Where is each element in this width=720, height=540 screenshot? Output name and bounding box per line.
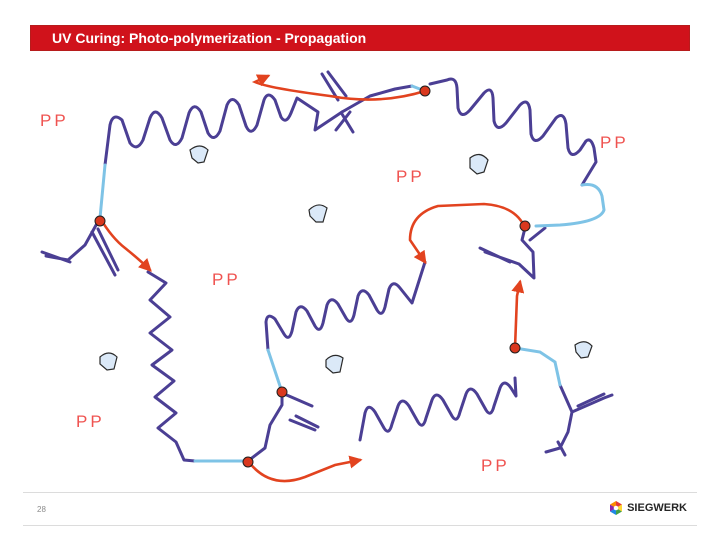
chain-end [98, 163, 107, 220]
chain-end [534, 183, 606, 228]
polymer-chains [40, 70, 614, 463]
radical-dot [509, 342, 521, 354]
polymer-chain [358, 376, 518, 442]
hexagon-logo-icon [610, 501, 623, 515]
polymer-chain [478, 226, 547, 280]
radical-dot [94, 215, 106, 227]
slide-footer: 28 SIEGWERK [23, 492, 697, 526]
initiator-fragment [189, 145, 209, 164]
initiator-fragment [308, 204, 328, 223]
page-number: 28 [37, 505, 46, 514]
title-bar: UV Curing: Photo-polymerization - Propag… [30, 25, 690, 51]
initiator-fragments [99, 145, 593, 374]
initiator-fragment [574, 341, 593, 359]
radical-arrow [246, 455, 363, 483]
pp-label: PP [481, 456, 510, 475]
pp-label: PP [76, 412, 105, 431]
logo-text: SIEGWERK [627, 502, 687, 514]
company-logo: SIEGWERK [608, 500, 687, 516]
radical-dots [94, 85, 531, 468]
radical-arrow [511, 279, 525, 350]
radical-dot [242, 456, 254, 468]
radical-arrow [408, 202, 527, 265]
pp-label: PP [212, 270, 241, 289]
radical-arrows [98, 74, 527, 483]
pp-label: PP [40, 111, 69, 130]
chain-end [513, 346, 562, 387]
polymer-chain [428, 77, 598, 187]
polymer-chain [320, 70, 414, 134]
initiator-fragment [469, 153, 489, 175]
polymer-chain [246, 390, 320, 463]
chain-end [266, 348, 284, 394]
polymer-chain [146, 270, 197, 463]
radical-arrow [98, 216, 152, 272]
initiator-fragment [325, 354, 344, 374]
radical-arrow [251, 74, 427, 101]
initiator-fragment [99, 352, 118, 371]
polymer-chain [40, 216, 120, 277]
polymer-chain [103, 93, 344, 167]
polymer-chain [264, 260, 427, 352]
slide-title: UV Curing: Photo-polymerization - Propag… [52, 30, 367, 46]
radical-dot [276, 386, 288, 398]
radical-dot [419, 85, 431, 97]
pp-label: PP [396, 167, 425, 186]
radical-dot [519, 220, 531, 232]
pp-label: PP [600, 133, 629, 152]
polymer-chain [544, 383, 614, 457]
chain-ends [98, 84, 606, 463]
